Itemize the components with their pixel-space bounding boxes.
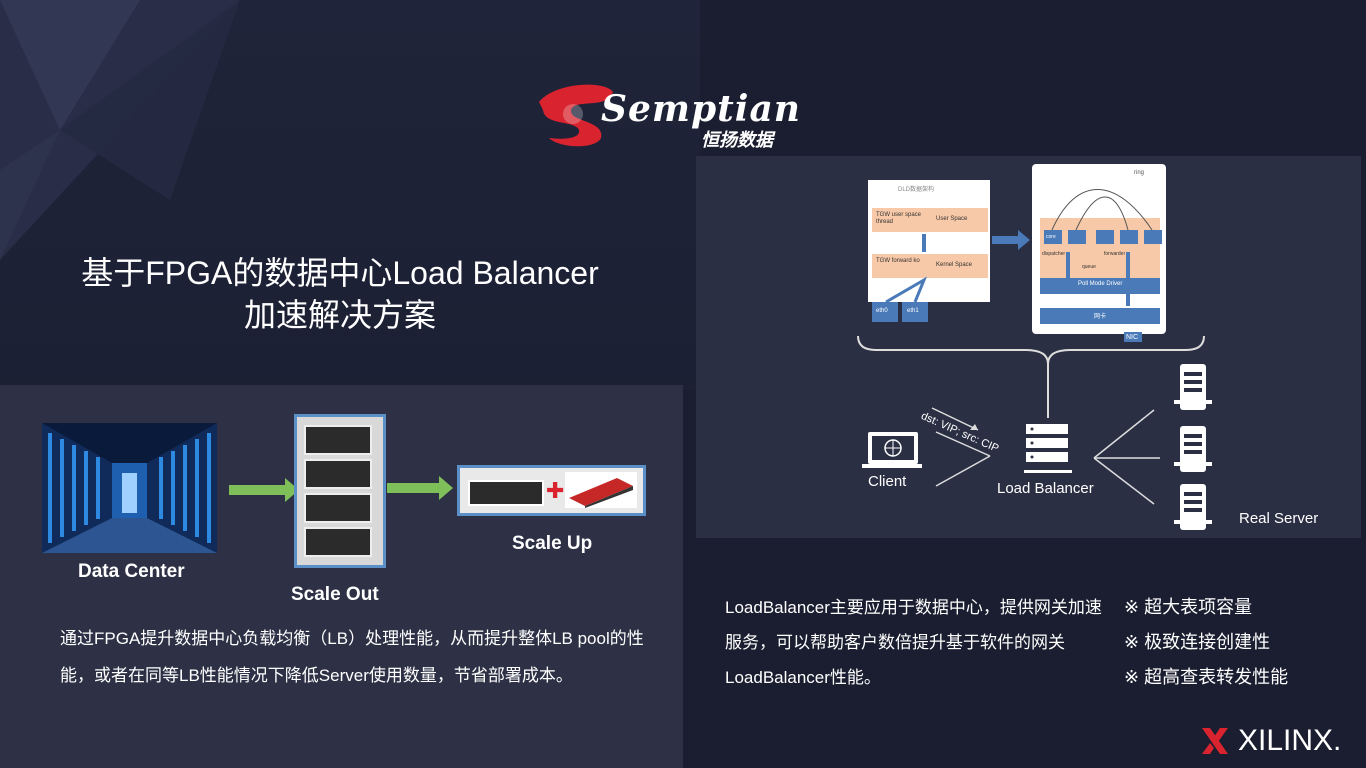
background-triangles bbox=[0, 0, 240, 260]
page-title: 基于FPGA的数据中心Load Balancer 加速解决方案 bbox=[40, 252, 640, 336]
feature-list: ※ 超大表项容量 ※ 极致连接创建性 ※ 超高查表转发性能 bbox=[1124, 590, 1344, 695]
server-unit bbox=[304, 493, 372, 523]
header-background bbox=[0, 0, 700, 390]
load-balancer-label: Load Balancer bbox=[997, 480, 1094, 497]
nic-label: NIC bbox=[1126, 334, 1139, 341]
feature-item: ※ 超大表项容量 bbox=[1124, 597, 1253, 617]
scale-up-box: ✚ bbox=[457, 465, 646, 516]
scale-up-label: Scale Up bbox=[512, 533, 593, 554]
feature-item: ※ 超高查表转发性能 bbox=[1124, 667, 1289, 687]
nic-cn-label: 网卡 bbox=[1094, 314, 1107, 320]
eth0-label: eth0 bbox=[876, 308, 888, 314]
tgw-user-label: TGW user space thread bbox=[876, 212, 922, 225]
core-label: core bbox=[1046, 234, 1056, 240]
data-center-image bbox=[42, 423, 217, 553]
ring-label: ring bbox=[1134, 170, 1145, 176]
scale-out-server-stack bbox=[294, 414, 386, 568]
logo-chinese-text: 恒扬数据 bbox=[701, 130, 773, 150]
logo-text: Semptian bbox=[601, 88, 801, 130]
right-description: LoadBalancer主要应用于数据中心，提供网关加速服务，可以帮助客户数倍提… bbox=[725, 598, 1102, 687]
diagram-small-title: DLD数据架构 bbox=[898, 187, 935, 193]
real-server-label: Real Server bbox=[1239, 510, 1319, 527]
arrow-to-scale-up bbox=[387, 476, 453, 500]
server-unit bbox=[468, 480, 544, 506]
data-center-label: Data Center bbox=[78, 561, 185, 582]
semptian-logo-mark bbox=[539, 84, 613, 147]
queue-label: queue bbox=[1082, 264, 1096, 270]
user-space-label: User Space bbox=[936, 216, 968, 222]
real-server-icons bbox=[1174, 364, 1212, 530]
dispatcher-label: dispatcher bbox=[1042, 251, 1066, 257]
feature-item: ※ 极致连接创建性 bbox=[1124, 632, 1271, 652]
plus-icon: ✚ bbox=[546, 478, 565, 503]
eth1-label: eth1 bbox=[907, 308, 919, 314]
forwarder-label: forwarder bbox=[1104, 251, 1126, 257]
tgw-forward-label: TGW forward ko bbox=[876, 258, 920, 264]
xilinx-x-icon bbox=[1202, 728, 1228, 754]
server-unit bbox=[304, 425, 372, 455]
title-line-2: 加速解决方案 bbox=[243, 297, 436, 333]
fpga-card-icon bbox=[565, 472, 637, 508]
architecture-svg bbox=[857, 164, 1212, 530]
kernel-space-label: Kernel Space bbox=[936, 262, 973, 268]
architecture-diagram: DLD数据架构 TGW user space thread User Space… bbox=[696, 156, 1361, 538]
server-unit bbox=[304, 459, 372, 489]
left-description: 通过FPGA提升数据中心负载均衡（LB）处理性能，从而提升整体LB pool的性… bbox=[60, 629, 644, 685]
scale-out-label: Scale Out bbox=[291, 584, 379, 605]
xilinx-logo: XILINX. bbox=[1200, 722, 1350, 758]
arrow-to-scale-out bbox=[229, 478, 299, 502]
server-unit bbox=[304, 527, 372, 557]
client-label: Client bbox=[868, 473, 907, 490]
semptian-logo: Semptian 恒扬数据 bbox=[535, 80, 800, 150]
poll-mode-label: Poll Mode Driver bbox=[1078, 281, 1123, 287]
title-line-1: 基于FPGA的数据中心Load Balancer bbox=[81, 255, 599, 291]
xilinx-wordmark: XILINX. bbox=[1238, 724, 1342, 757]
